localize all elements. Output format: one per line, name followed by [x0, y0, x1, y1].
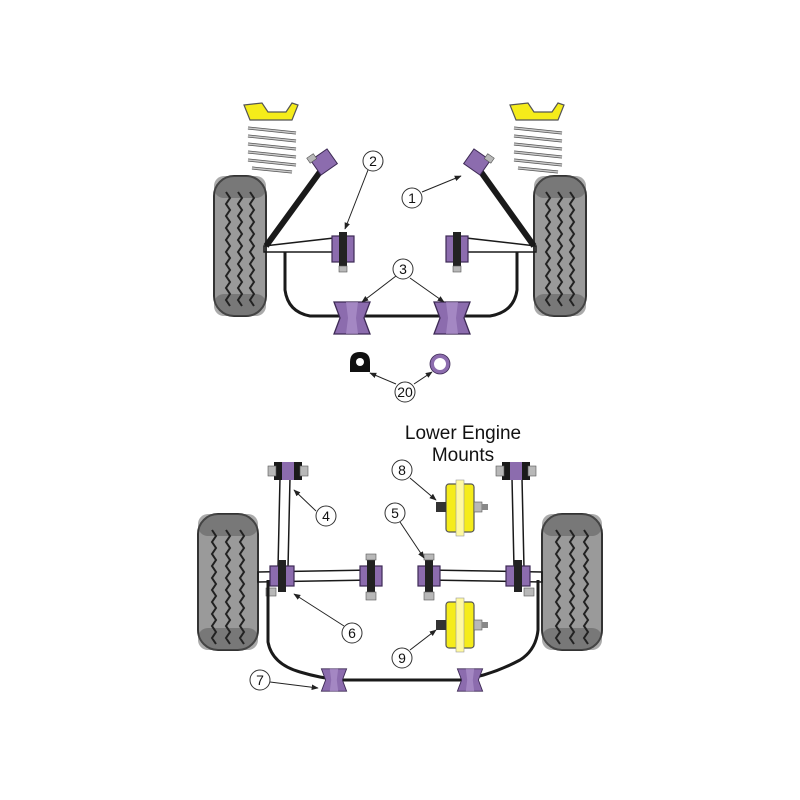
right-tie-bar: [473, 163, 537, 248]
left-coil-spring: [243, 102, 299, 174]
callout-20: 20: [369, 371, 433, 403]
svg-text:7: 7: [256, 672, 264, 688]
rear-right-vertical-link: [495, 462, 537, 569]
callout-8: 8: [391, 459, 437, 501]
svg-text:4: 4: [322, 508, 330, 524]
rear-left-vertical-link: [267, 462, 309, 569]
front-right-arm-bush: [445, 232, 469, 273]
rear-anti-roll-bar: [266, 580, 540, 682]
svg-text:8: 8: [398, 462, 406, 478]
svg-text:6: 6: [348, 625, 356, 641]
svg-text:Mounts: Mounts: [432, 445, 494, 466]
left-tie-bar-bush: [306, 148, 339, 176]
front-right-tyre: [533, 175, 587, 317]
front-right-lower-arm: [465, 237, 537, 253]
callout-7: 7: [249, 669, 319, 691]
front-left-lower-arm: [263, 237, 335, 253]
rear-left-tyre: [197, 513, 259, 651]
rear-left-inner-bush: [359, 553, 383, 601]
lower-engine-mounts-heading: Lower Engine Mounts: [405, 423, 521, 466]
svg-text:2: 2: [369, 153, 377, 169]
svg-text:3: 3: [399, 261, 407, 277]
right-tie-bar-bush: [462, 148, 495, 176]
front-arb-bush-left: [333, 301, 371, 335]
svg-text:5: 5: [391, 505, 399, 521]
rear-right-outer-bush: [505, 560, 535, 597]
callout-2: 2: [344, 150, 384, 230]
right-coil-spring: [509, 102, 565, 174]
front-arb-bush-right: [433, 301, 471, 335]
rear-right-tyre: [541, 513, 603, 651]
svg-text:Lower Engine: Lower Engine: [405, 423, 521, 444]
front-left-arm-bush: [331, 232, 355, 273]
lower-engine-mount: [436, 597, 488, 653]
rear-arb-bush-right: [456, 668, 484, 692]
callout-5: 5: [384, 502, 425, 559]
callout-6: 6: [293, 593, 363, 644]
front-assembly: 1 2 3 20: [213, 102, 587, 403]
rear-right-inner-bush: [417, 553, 441, 601]
callout-4: 4: [293, 489, 337, 527]
upper-engine-mount: [436, 479, 488, 537]
arb-ring-bush: [429, 353, 451, 375]
front-left-tyre: [213, 175, 267, 317]
svg-text:9: 9: [398, 650, 406, 666]
rear-arb-bush-left: [320, 668, 348, 692]
svg-text:20: 20: [397, 384, 413, 400]
front-anti-roll-bar: [283, 252, 519, 318]
callout-1: 1: [401, 175, 462, 209]
svg-text:1: 1: [408, 190, 416, 206]
callout-9: 9: [391, 629, 437, 669]
rear-left-outer-bush: [265, 560, 295, 597]
arb-clamp-bush: [350, 352, 370, 372]
left-tie-bar: [263, 163, 328, 248]
rear-assembly: 4 5 6 7 8 9: [197, 459, 603, 692]
callout-3: 3: [361, 258, 445, 303]
